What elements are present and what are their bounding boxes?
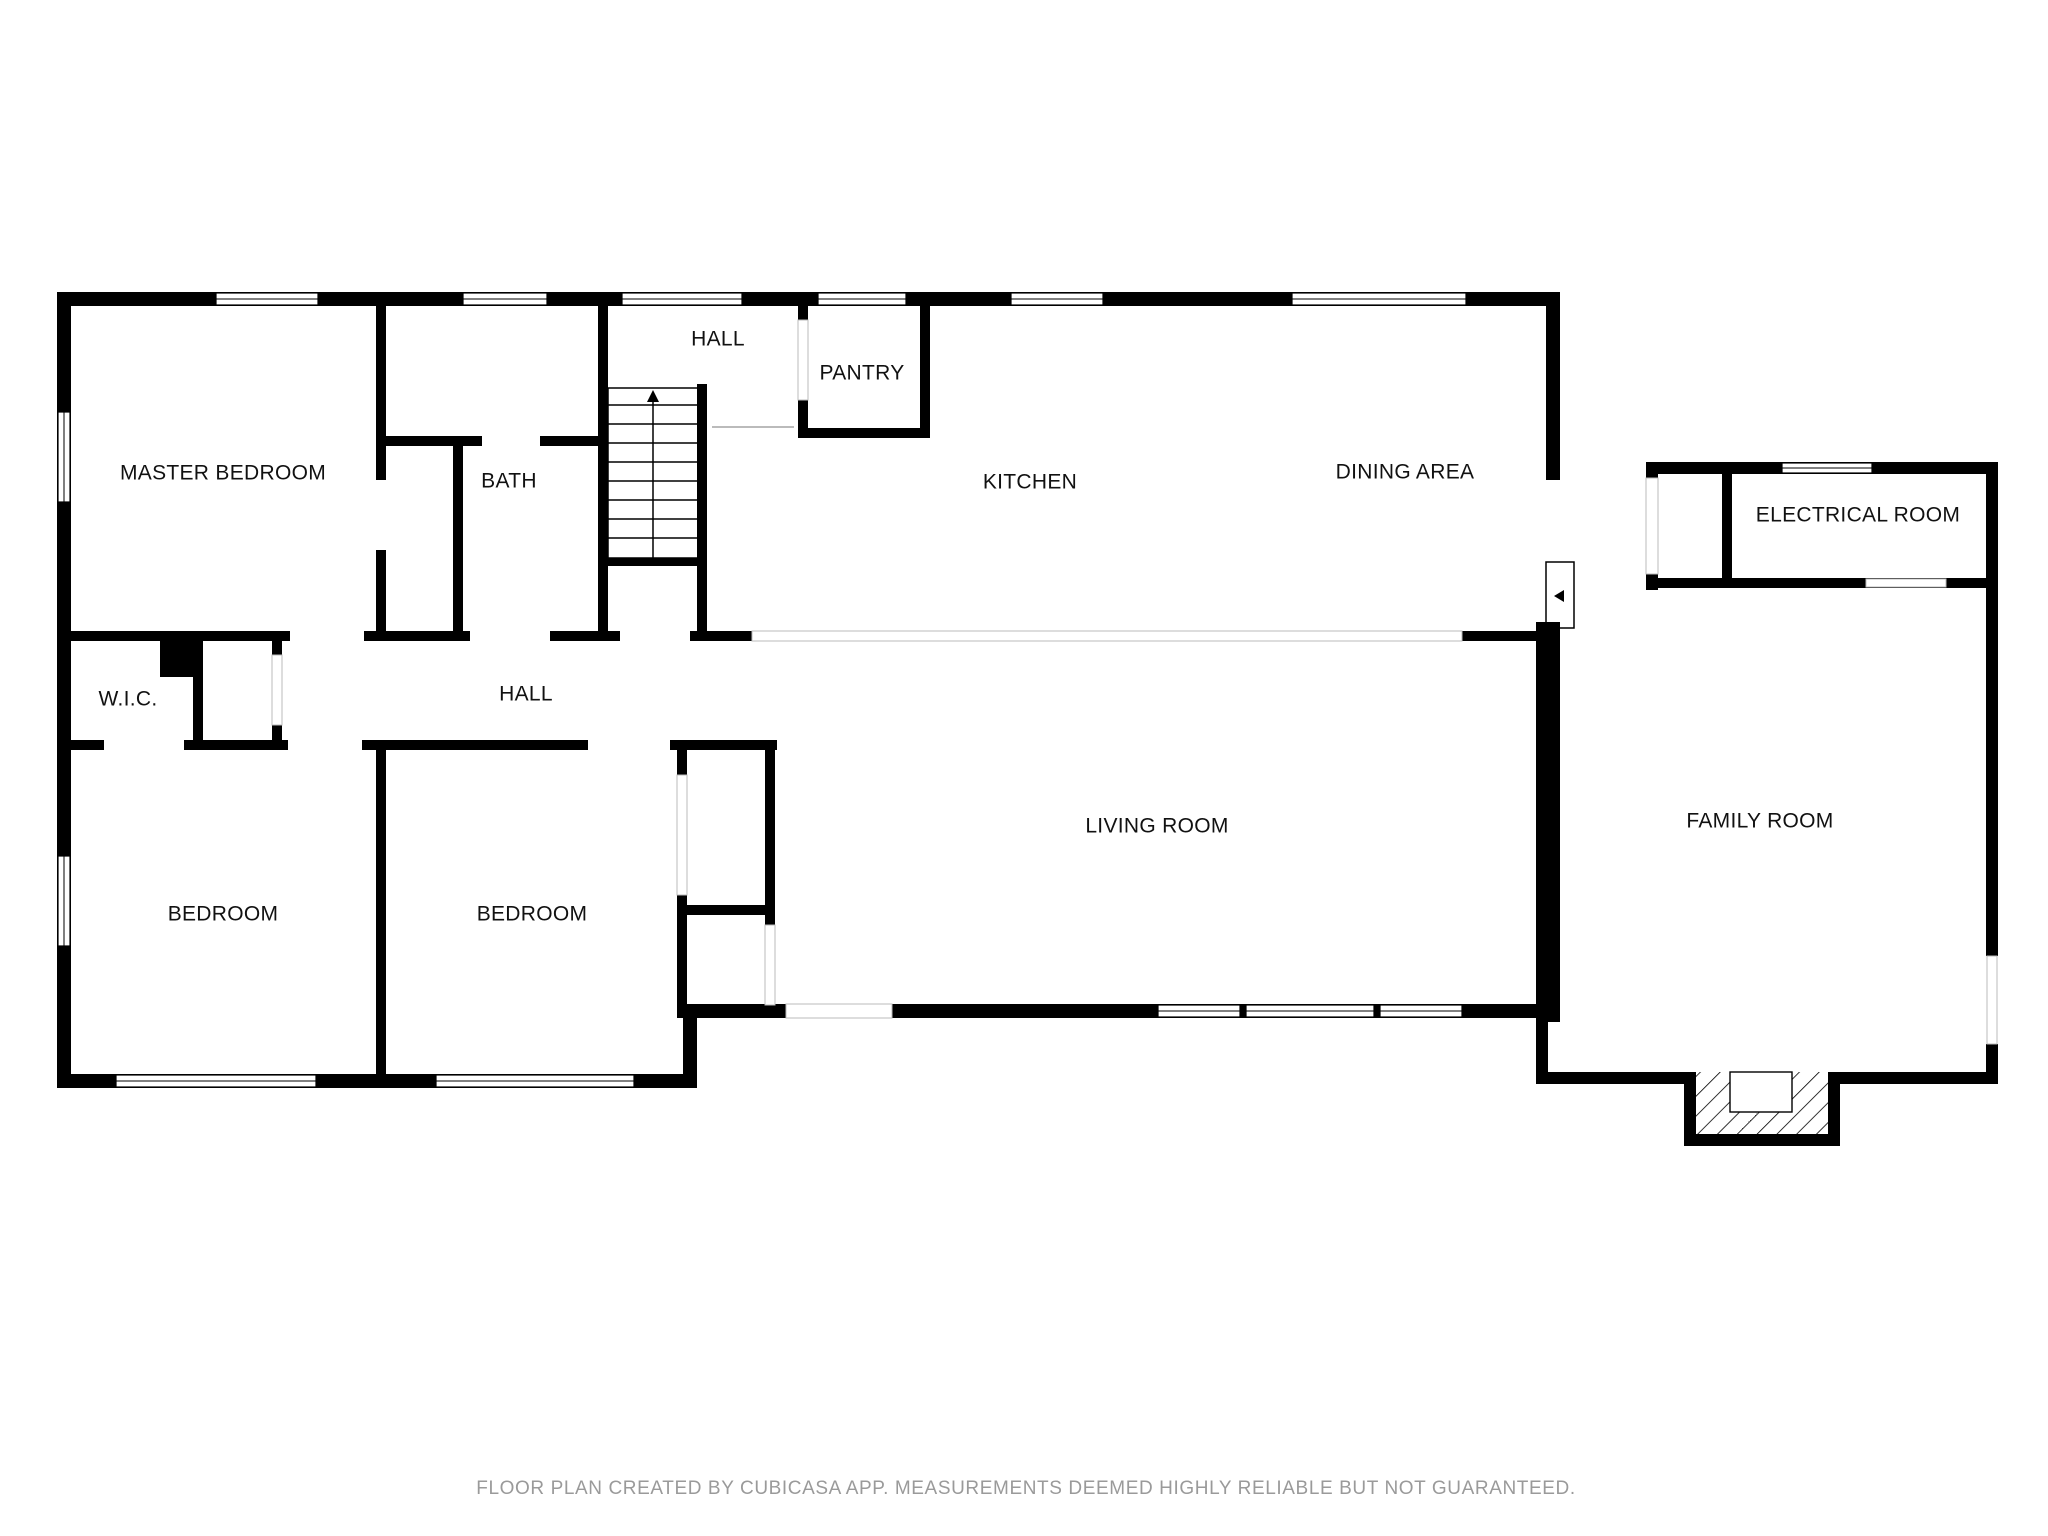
windows	[57, 292, 1467, 1088]
door-openings	[104, 319, 1560, 1019]
entry-step	[1545, 561, 1575, 629]
bedroom-1-label: BEDROOM	[168, 903, 279, 926]
hall-main-label: HALL	[499, 683, 553, 706]
stair-arrow-icon	[647, 390, 659, 402]
living-room-label: LIVING ROOM	[1085, 815, 1228, 838]
master-bedroom-label: MASTER BEDROOM	[120, 462, 326, 485]
bath-label: BATH	[481, 470, 537, 493]
bedroom-2-label: BEDROOM	[477, 903, 588, 926]
fireplace	[1696, 1071, 1828, 1134]
pantry-label: PANTRY	[819, 362, 904, 385]
family-room-walls	[1536, 462, 1998, 1146]
hall-upper-label: HALL	[691, 328, 745, 351]
entry-arrow-icon	[1554, 590, 1564, 602]
family-room-details	[1548, 462, 1998, 1045]
kitchen-label: KITCHEN	[983, 471, 1077, 494]
footer-disclaimer: FLOOR PLAN CREATED BY CUBICASA APP. MEAS…	[476, 1478, 1576, 1499]
wic-label: W.I.C.	[99, 688, 158, 711]
electrical-room-label: ELECTRICAL ROOM	[1756, 504, 1960, 527]
family-room-label: FAMILY ROOM	[1686, 810, 1833, 833]
room-labels: MASTER BEDROOM BATH HALL PANTRY KITCHEN …	[99, 328, 1960, 926]
staircase	[607, 387, 699, 559]
dining-area-label: DINING AREA	[1336, 461, 1475, 484]
